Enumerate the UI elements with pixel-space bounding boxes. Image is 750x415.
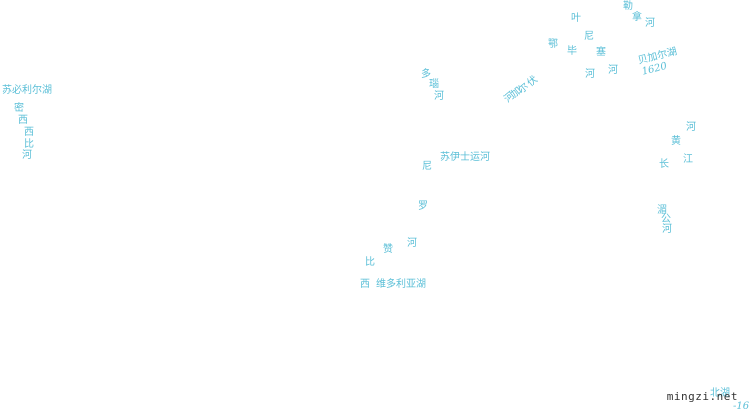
danube-char-2: 瑙 [429, 79, 439, 90]
north-lake-depth: -16 [733, 401, 750, 412]
lena-char-2: 拿 [632, 12, 642, 23]
zambezi-char-1: 赞 [383, 244, 393, 255]
zambezi-char-3: 西 [360, 279, 370, 290]
north-lake-label: 北湖 [710, 388, 730, 399]
mississippi-char-2: 西 [18, 115, 28, 126]
yenisei-char-3: 塞 [596, 47, 606, 58]
yenisei-char-1: 叶 [571, 13, 581, 24]
danube-char-1: 多 [421, 69, 431, 80]
yenisei-char-2: 尼 [584, 31, 594, 42]
yellow-river-char-1: 黄 [671, 136, 681, 147]
lake-superior-label: 苏必利尔湖 [2, 85, 52, 96]
mekong-char-2: 公 [661, 214, 671, 225]
mekong-char-3: 河 [662, 224, 672, 235]
ob-char-1: 鄂 [548, 39, 558, 50]
nile-char-1: 尼 [422, 161, 432, 172]
yangtze-char-2: 江 [683, 154, 693, 165]
nile-char-3: 河 [407, 238, 417, 249]
lake-victoria-label: 维多利亚湖 [376, 279, 426, 290]
mississippi-char-3: 西 [24, 127, 34, 138]
mississippi-char-5: 河 [22, 150, 32, 161]
ob-river-char: 河 [585, 69, 595, 80]
mississippi-char-4: 比 [24, 139, 34, 150]
lena-char-3: 河 [645, 18, 655, 29]
yenisei-river-char: 河 [608, 65, 618, 76]
lena-char-1: 勒 [623, 1, 633, 12]
suez-canal-label: 苏伊士运河 [440, 152, 490, 163]
mississippi-char-1: 密 [14, 103, 24, 114]
yangtze-char-1: 长 [659, 159, 669, 170]
mekong-char-1: 湄 [657, 205, 667, 216]
nile-char-2: 罗 [418, 201, 428, 212]
watermark: mingzi.net [666, 390, 738, 403]
yellow-river-char-2: 河 [686, 122, 696, 133]
ob-char-2: 毕 [567, 46, 577, 57]
zambezi-char-2: 比 [365, 257, 375, 268]
danube-char-3: 河 [434, 91, 444, 102]
